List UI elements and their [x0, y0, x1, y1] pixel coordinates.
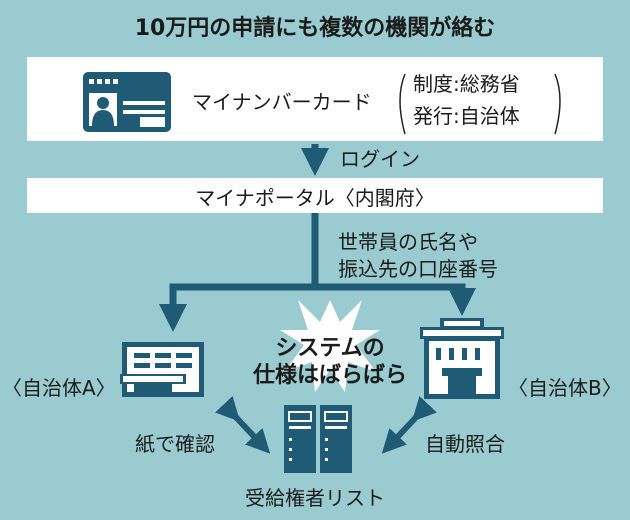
- transfer-line2: 振込先の口座番号: [338, 257, 498, 281]
- branch-arrows: [159, 213, 476, 332]
- mynaportal-box: [27, 178, 603, 213]
- municipality-b-label: 〈自治体B〉: [508, 376, 622, 400]
- id-card-icon: [83, 72, 171, 132]
- auto-match-arrow: [381, 396, 437, 454]
- portal-label: マイナポータル〈内閣府〉: [195, 186, 435, 210]
- burst-line2: 仕様はばらばら: [252, 363, 407, 388]
- transfer-line1: 世帯員の氏名や: [338, 230, 478, 254]
- card-note-system: 制度:総務省: [413, 72, 520, 96]
- login-label: ログイン: [340, 147, 420, 171]
- paper-check-arrow: [215, 396, 271, 454]
- municipality-a-label: 〈自治体A〉: [2, 376, 116, 400]
- auto-match-label: 自動照合: [425, 432, 505, 456]
- card-note-issuer: 発行:自治体: [413, 104, 520, 128]
- burst-line1: システムの: [275, 336, 385, 361]
- burst-shape: [280, 300, 380, 392]
- recipient-list-label: 受給権者リスト: [245, 486, 385, 510]
- paper-check-label: 紙で確認: [135, 432, 215, 456]
- diagram-title: 10万円の申請にも複数の機関が絡む: [134, 16, 496, 41]
- server-icon: [284, 405, 352, 473]
- municipality-b-building-icon: [420, 318, 504, 399]
- municipality-a-building-icon: [120, 342, 204, 397]
- my-number-card-label: マイナンバーカード: [192, 90, 372, 114]
